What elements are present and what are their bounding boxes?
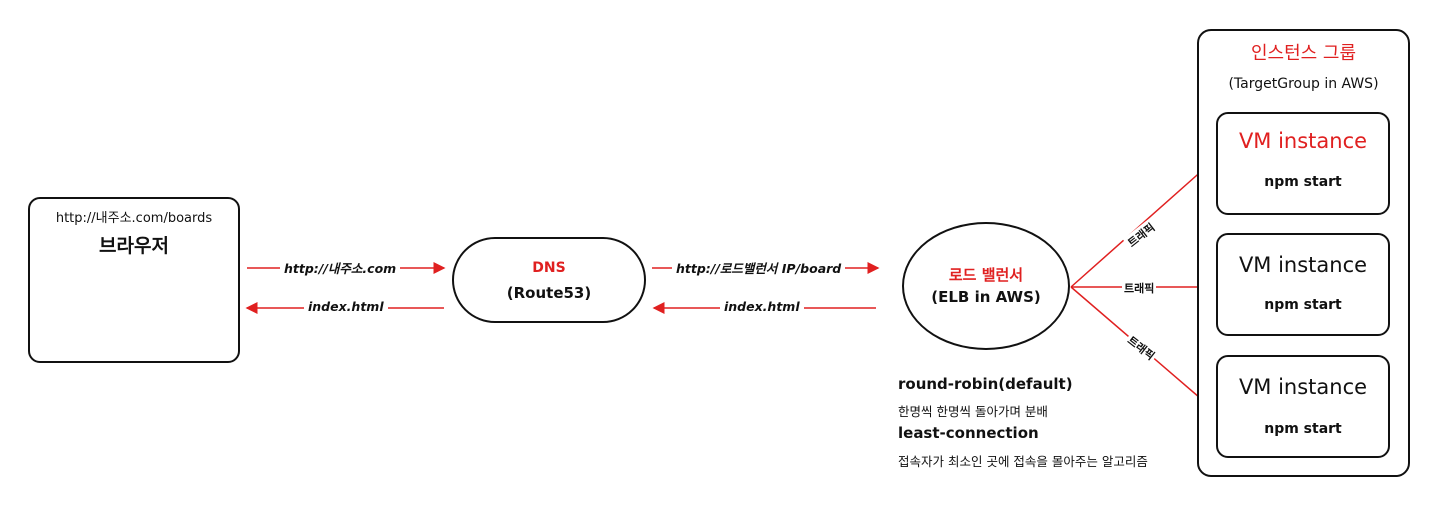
vm-instance-node-3 [1216, 355, 1390, 458]
vm-instance-name-2: VM instance [1238, 253, 1368, 277]
algorithm-least-connection-description: 접속자가 최소인 곳에 접속을 몰아주는 알고리즘 [898, 454, 1148, 469]
traffic-label-2: 트래픽 [1122, 280, 1157, 296]
vm-instance-command-2: npm start [1264, 297, 1342, 313]
vm-instance-name-1: VM instance [1238, 129, 1368, 153]
browser-node [28, 197, 240, 363]
vm-instance-name-3: VM instance [1238, 375, 1368, 399]
algorithm-round-robin-description: 한명씩 한명씩 돌아가며 분배 [898, 404, 1048, 419]
browser-title: 브라우저 [99, 235, 169, 257]
vm-instance-node-2 [1216, 233, 1390, 336]
algorithm-round-robin-name: round-robin(default) [898, 375, 1073, 393]
instance-group-subtitle: (TargetGroup in AWS) [1228, 76, 1379, 92]
load-balancer-node [902, 222, 1070, 350]
dns-subtitle: (Route53) [506, 284, 592, 302]
edge-label-lb-to-dns: index.html [720, 299, 804, 314]
edge-label-dns-to-browser: index.html [304, 299, 388, 314]
vm-instance-command-3: npm start [1264, 421, 1342, 437]
load-balancer-subtitle: (ELB in AWS) [931, 288, 1041, 306]
browser-url: http://내주소.com/boards [55, 211, 213, 226]
instance-group-title: 인스턴스 그룹 [1250, 43, 1357, 64]
edge-label-dns-to-lb: http://로드밸런서 IP/board [672, 258, 846, 277]
vm-instance-node-1 [1216, 112, 1390, 215]
dns-title: DNS [532, 260, 566, 276]
vm-instance-command-1: npm start [1264, 174, 1342, 190]
algorithm-least-connection-name: least-connection [898, 424, 1039, 442]
dns-node [452, 237, 646, 323]
load-balancer-title: 로드 밸런서 [948, 266, 1024, 284]
edge-label-browser-to-dns: http://내주소.com [280, 258, 401, 277]
